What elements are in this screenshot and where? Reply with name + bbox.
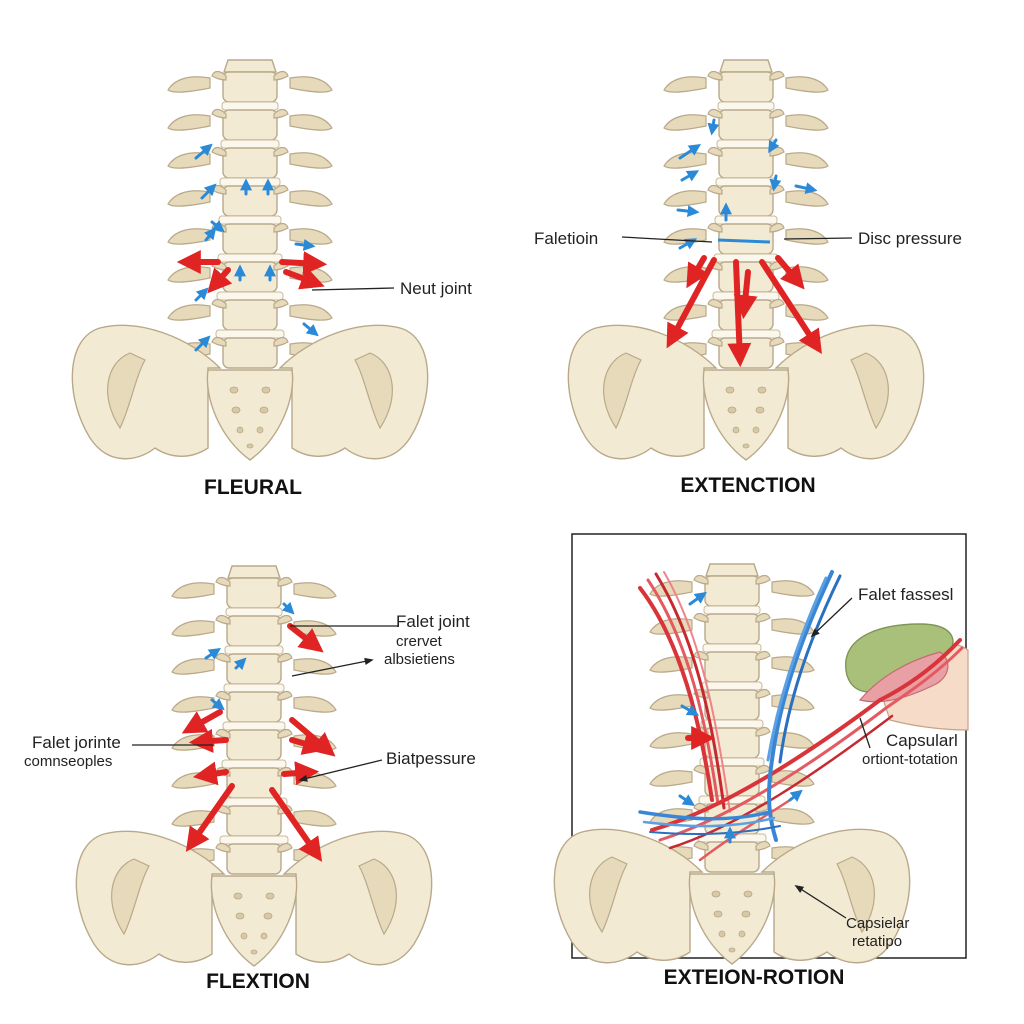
panel-extension-rotation: Falet fassesl Capsularl ortiont-totation… bbox=[554, 533, 969, 989]
label-biatpessure: Biatpessure bbox=[386, 749, 476, 768]
label-comnseoples: comnseoples bbox=[24, 753, 112, 770]
panel-title: FLEXTION bbox=[206, 970, 310, 993]
blue-motion-arrows bbox=[194, 143, 319, 352]
leader-line bbox=[859, 717, 871, 749]
leader-line bbox=[621, 236, 713, 243]
panel-extension: Faletioin Disc pressure EXTENCTION bbox=[534, 60, 962, 497]
label-falet-fassesl: Falet fassesl bbox=[858, 585, 953, 604]
label-albsietiens: albsietiens bbox=[384, 651, 455, 668]
blue-motion-arrows bbox=[678, 591, 803, 844]
label-capsularl: Capsularl bbox=[886, 731, 958, 750]
blue-motion-arrows bbox=[204, 601, 295, 711]
red-fiber-bundle bbox=[638, 571, 964, 862]
label-disc-pressure: Disc pressure bbox=[858, 229, 962, 248]
leader-line bbox=[810, 597, 853, 638]
panel-neutral: Neut joint FLEURAL bbox=[72, 60, 472, 499]
label-faletioin: Faletioin bbox=[534, 229, 598, 248]
red-force-arrows bbox=[181, 623, 336, 862]
leader-line bbox=[298, 759, 383, 782]
label-capsielar: Capsielar bbox=[846, 915, 909, 932]
blue-fiber-bundle bbox=[638, 570, 842, 842]
label-ortiont-totation: ortiont-totation bbox=[862, 751, 958, 768]
leader-line bbox=[783, 237, 853, 240]
label-retatipo: retatipo bbox=[852, 933, 902, 950]
leader-line bbox=[794, 885, 847, 919]
red-force-arrows bbox=[666, 255, 822, 368]
spine-illustration bbox=[72, 60, 427, 460]
panel-title: EXTENCTION bbox=[680, 474, 815, 497]
spine-illustration bbox=[554, 564, 909, 964]
blue-motion-arrows bbox=[676, 118, 818, 250]
facet-cartilage-illustration bbox=[845, 623, 969, 731]
label-neut-joint: Neut joint bbox=[400, 279, 472, 298]
label-falet-joint: Falet joint bbox=[396, 612, 470, 631]
panel-title: FLEURAL bbox=[204, 476, 302, 499]
panel-frame bbox=[571, 533, 967, 959]
disc-pressure-line bbox=[717, 238, 771, 244]
spine-illustration bbox=[568, 60, 923, 460]
label-crervet: crervet bbox=[396, 633, 443, 650]
label-falet-jorinte: Falet jorinte bbox=[32, 733, 121, 752]
panel-title: EXTEION-ROTION bbox=[664, 966, 845, 989]
leader-line bbox=[311, 287, 395, 291]
leader-line bbox=[291, 657, 374, 677]
red-force-arrows bbox=[176, 250, 328, 294]
panel-flexion: Falet joint crervet albsietiens Falet jo… bbox=[24, 566, 476, 993]
